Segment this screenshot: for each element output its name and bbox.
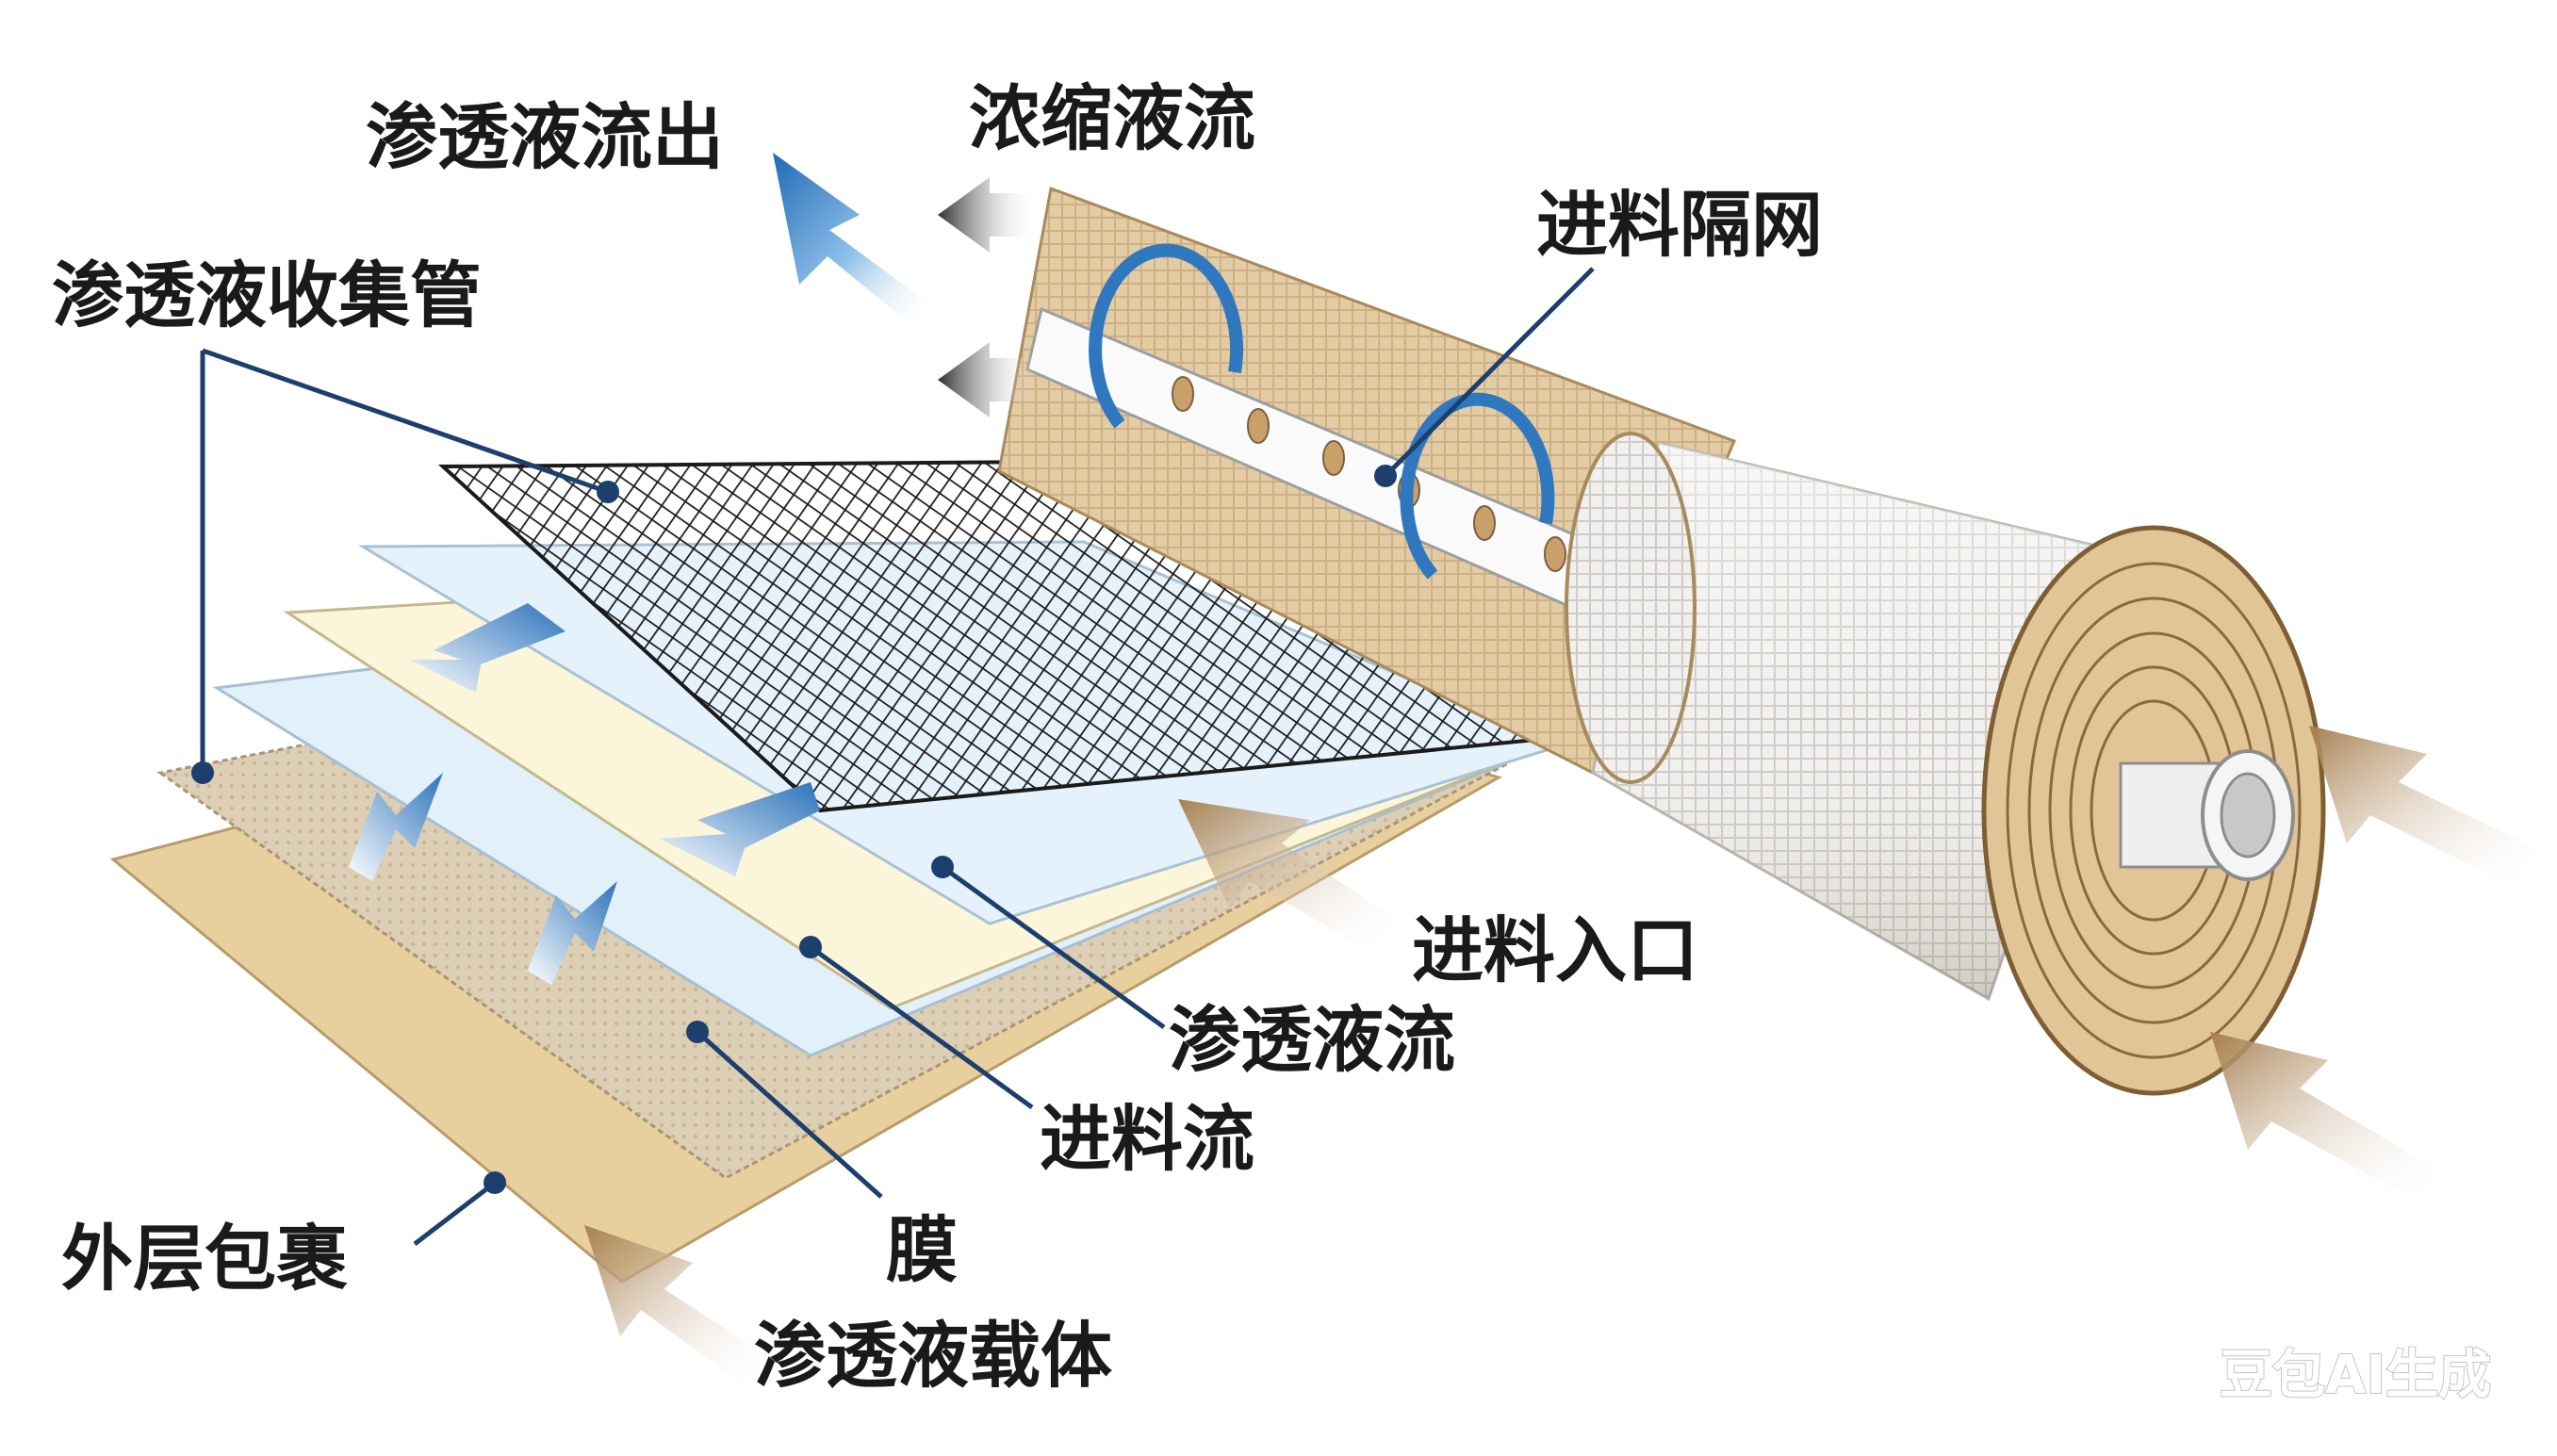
- unrolled-layers: [109, 459, 1590, 1284]
- leader-collection-tube-mesh: [202, 348, 609, 495]
- flow-arrow-icon: [349, 603, 820, 985]
- label-permeate-carrier: 渗透液载体: [754, 1314, 1112, 1398]
- label-feed-inlet: 进料入口: [1412, 908, 1698, 992]
- leader-membrane: [696, 1030, 883, 1199]
- central-tube-end: [2119, 749, 2295, 881]
- feed-inlet-arrow-icon: [584, 726, 2535, 1385]
- label-feed-flow: 进料流: [1040, 1097, 1254, 1181]
- roll-outer-rim: [1565, 432, 1696, 784]
- label-membrane: 膜: [886, 1208, 958, 1292]
- leader-feed-flow: [809, 944, 1034, 1110]
- leader-permeate-flow: [941, 864, 1166, 1030]
- watermark: 豆包AI生成: [2220, 1345, 2491, 1406]
- membrane-roll: [997, 186, 2326, 1096]
- permeate-out-arrow-icon: [773, 153, 928, 323]
- label-permeate-flow: 渗透液流: [1169, 998, 1455, 1082]
- label-permeate-out: 渗透液流出: [366, 95, 724, 179]
- label-feed-spacer: 进料隔网: [1536, 183, 1823, 267]
- leader-feed-spacer: [1384, 267, 1595, 478]
- label-outer-wrap: 外层包裹: [61, 1217, 348, 1301]
- leader-outer-wrap: [413, 1181, 497, 1246]
- label-concentrate: 浓缩液流: [969, 76, 1255, 160]
- label-collection-tube: 渗透液收集管: [52, 254, 482, 337]
- leader-lines: [191, 267, 1595, 1246]
- concentrate-arrow-icon: [938, 177, 1037, 417]
